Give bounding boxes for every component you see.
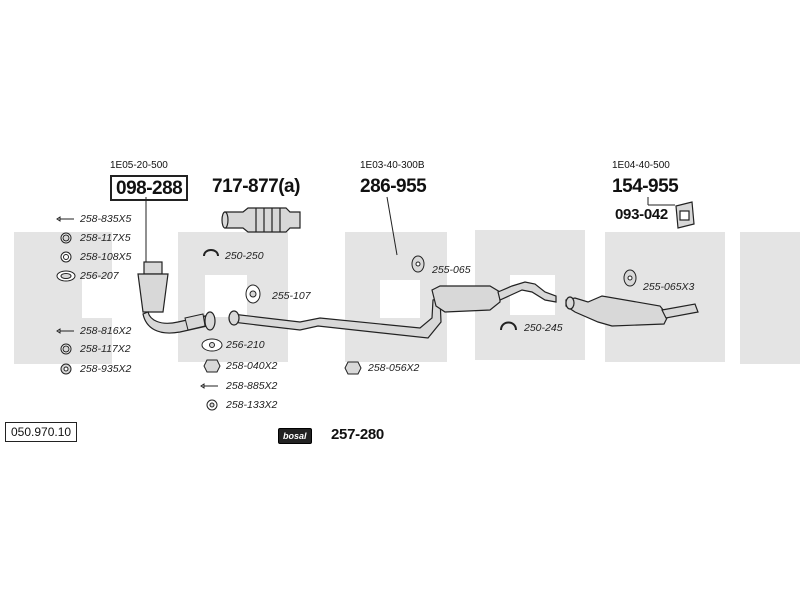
part-label[interactable]: 258-133X2 [226, 399, 278, 411]
logo-part-number[interactable]: 257-280 [331, 426, 384, 443]
catalyst-flex-connector [184, 313, 206, 331]
section-1-ref: 1E05-20-500 [110, 160, 168, 171]
hardware-icons-left [56, 216, 76, 375]
part-label[interactable]: 258-835X5 [80, 213, 132, 225]
part-label[interactable]: 258-040X2 [226, 360, 278, 372]
flex-pipe [221, 207, 301, 233]
part-label[interactable]: 258-885X2 [226, 380, 278, 392]
part-label[interactable]: 258-108X5 [80, 251, 132, 263]
part-label[interactable]: 258-935X2 [80, 363, 132, 375]
section-1-part-number[interactable]: 098-288 [110, 175, 189, 201]
section-3-part-number[interactable]: 286-955 [360, 176, 427, 197]
part-label[interactable]: 255-065X3 [643, 281, 695, 293]
bosal-watermark [14, 230, 800, 364]
bosal-logo: bosal [278, 428, 312, 444]
hardware-icons-right [411, 255, 637, 331]
section-3-ref: 1E03-40-300B [360, 160, 425, 171]
part-label[interactable]: 250-250 [225, 250, 264, 262]
center-muffler [431, 281, 557, 313]
catalog-number: 050.970.10 [5, 422, 78, 442]
part-label[interactable]: 258-056X2 [368, 362, 420, 374]
section-4-sub-part-number[interactable]: 093-042 [615, 206, 668, 223]
hardware-icons-middle [200, 249, 362, 411]
part-label[interactable]: 258-816X2 [80, 325, 132, 337]
part-label[interactable]: 256-207 [80, 270, 119, 282]
section-4-part-number[interactable]: 154-955 [612, 176, 679, 197]
section-4-ref: 1E04-40-500 [612, 160, 670, 171]
part-label[interactable]: 255-065 [432, 264, 471, 276]
part-label[interactable]: 255-107 [272, 290, 311, 302]
part-label[interactable]: 258-117X5 [80, 232, 131, 244]
part-label[interactable]: 256-210 [226, 339, 265, 351]
part-label[interactable]: 250-245 [524, 322, 563, 334]
rear-muffler [565, 295, 699, 327]
section-2-part-number[interactable]: 717-877(a) [212, 176, 300, 197]
part-label[interactable]: 258-117X2 [80, 343, 131, 355]
bracket [675, 201, 695, 229]
